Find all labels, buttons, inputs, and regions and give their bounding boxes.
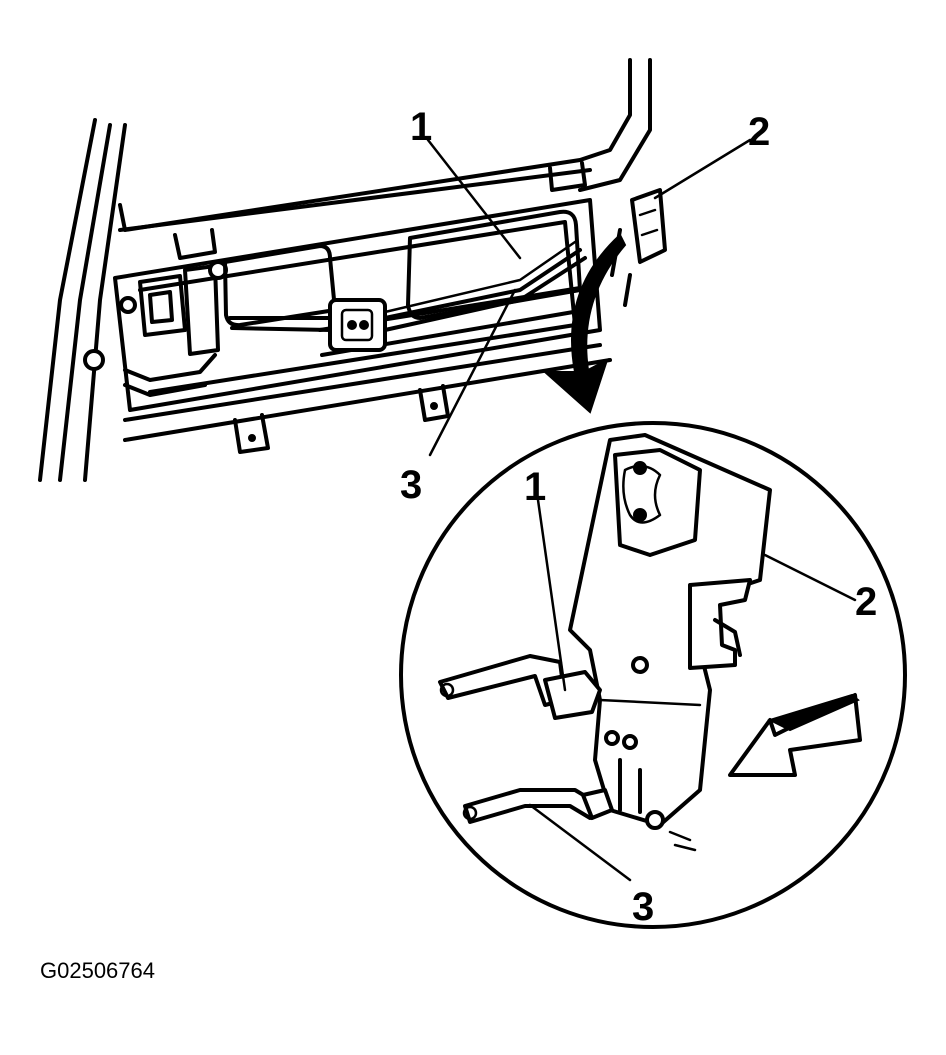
callout-1-detail: 1 <box>524 465 546 509</box>
detail-leader-lines <box>528 498 857 882</box>
upper-leader-lines <box>426 138 752 457</box>
callout-1-top: 1 <box>410 105 432 149</box>
callout-2-top: 2 <box>748 110 770 154</box>
figure-id: G02506764 <box>40 958 155 983</box>
callout-3-top: 3 <box>400 463 422 507</box>
curved-arrow-icon <box>542 233 627 414</box>
door-panel-drawing <box>38 58 667 482</box>
callout-3-detail: 3 <box>632 885 654 929</box>
detail-view <box>399 421 907 929</box>
callout-2-detail: 2 <box>855 580 877 624</box>
direction-arrow-icon <box>728 693 862 777</box>
